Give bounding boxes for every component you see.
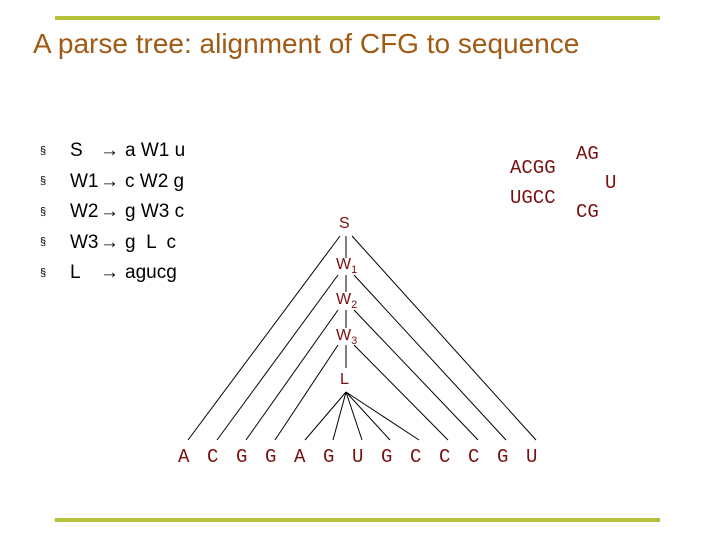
arrow-icon: →: [100, 262, 119, 283]
rule-lhs: W2: [70, 201, 99, 222]
sequence-base: G: [497, 446, 509, 468]
edge-l-a: [304, 391, 347, 441]
grammar-rule: § W2→ g W3 c: [40, 201, 185, 232]
node-l: L: [340, 371, 349, 388]
loop-right: U: [605, 172, 617, 194]
rule-lhs: S: [70, 140, 83, 161]
rule-rhs: g L c: [125, 231, 177, 253]
sequence-base: U: [352, 446, 364, 468]
sequence-base: G: [323, 446, 335, 468]
sequence-base: C: [439, 446, 451, 468]
sequence-base: G: [265, 446, 277, 468]
edge-w1-g: [353, 274, 507, 441]
stem-upper: ACGG: [510, 157, 556, 179]
bullet-icon: §: [40, 144, 47, 157]
grammar-rule: § S → a W1 u: [40, 140, 185, 171]
edge-w3-g: [274, 344, 339, 441]
edge-l-c: [345, 391, 420, 441]
grammar-rule: § W1→ c W2 g: [40, 171, 185, 202]
grammar-rules: §S→a W1 u §W1→c W2 g §W2→g W3 c §W3→g L …: [40, 140, 185, 293]
bullet-icon: §: [40, 205, 47, 218]
rule-lhs: W3: [70, 231, 99, 253]
stem-lower: UGCC: [510, 187, 556, 209]
sequence-base: G: [381, 446, 393, 468]
node-w1: W1: [336, 256, 358, 277]
bottom-rule: [55, 518, 660, 522]
edge-l-g: [332, 391, 347, 441]
edge-l-g2: [345, 391, 391, 441]
sequence-base: A: [294, 446, 306, 468]
bullet-icon: §: [40, 236, 47, 249]
rule-rhs: a W1 u: [125, 140, 186, 161]
loop-top: AG: [576, 143, 599, 165]
rule-rhs: c W2 g: [125, 170, 185, 192]
arrow-icon: →: [100, 201, 119, 222]
edge-s-u: [351, 235, 537, 441]
grammar-rule: § L → agucg: [40, 262, 185, 293]
sequence-base: G: [236, 446, 248, 468]
rule-lhs: L: [70, 262, 81, 283]
sequence-base: A: [178, 446, 190, 468]
edge-l-u: [345, 391, 363, 441]
edge-w1-c: [216, 274, 339, 441]
arrow-icon: →: [100, 140, 119, 161]
bullet-icon: §: [40, 175, 47, 188]
edge-w3-c: [353, 344, 449, 441]
node-s: S: [339, 215, 350, 232]
node-w3: W3: [336, 327, 358, 348]
edge-w2-g: [245, 309, 339, 441]
slide-title: A parse tree: alignment of CFG to sequen…: [33, 28, 580, 59]
rule-lhs: W1: [70, 170, 99, 192]
arrow-icon: →: [100, 170, 119, 192]
top-rule: [55, 16, 660, 20]
grammar-rule: § W3→ g L c: [40, 232, 185, 263]
sequence-base: C: [207, 446, 219, 468]
edge-s-a: [187, 235, 341, 441]
sequence-base: C: [410, 446, 422, 468]
rule-rhs: g W3 c: [125, 201, 185, 222]
bullet-icon: §: [40, 266, 47, 279]
loop-bottom: CG: [576, 201, 599, 223]
rule-rhs: agucg: [125, 262, 177, 283]
edge-w2-c: [353, 309, 479, 441]
sequence-base: C: [468, 446, 480, 468]
node-w2: W2: [336, 291, 358, 312]
sequence-base: U: [526, 446, 538, 468]
arrow-icon: →: [100, 231, 119, 253]
